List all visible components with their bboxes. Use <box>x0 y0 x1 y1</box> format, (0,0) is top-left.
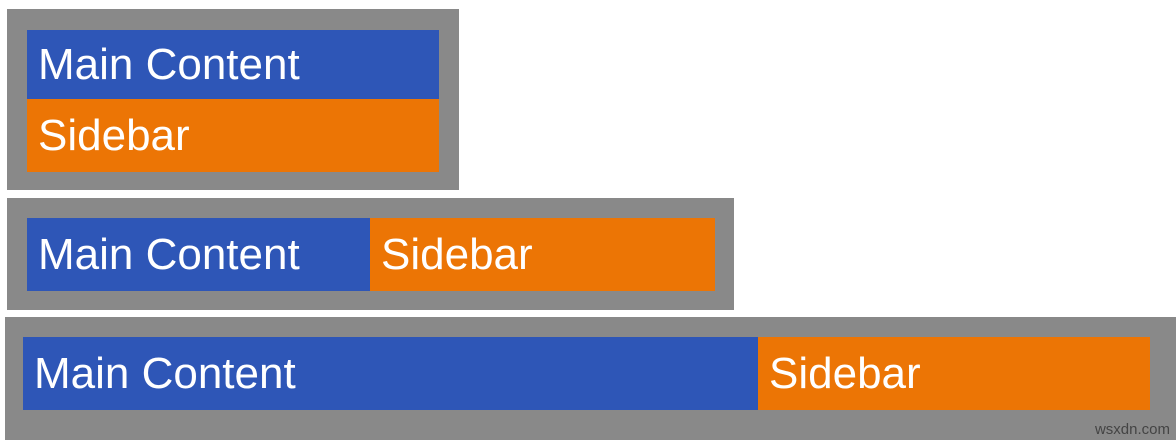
sidebar-region: Sidebar <box>27 99 439 172</box>
sidebar-label: Sidebar <box>38 110 190 160</box>
sidebar-label: Sidebar <box>769 348 921 398</box>
main-content-region: Main Content <box>27 30 439 99</box>
main-content-label: Main Content <box>38 39 300 89</box>
main-content-region: Main Content <box>23 337 758 410</box>
layout-demo-panel-stacked: Main Content Sidebar <box>7 9 459 190</box>
sidebar-label: Sidebar <box>381 229 533 279</box>
sidebar-region: Sidebar <box>370 218 715 291</box>
sidebar-region: Sidebar <box>758 337 1150 410</box>
main-content-label: Main Content <box>38 229 300 279</box>
layout-demo-panel-wide-main: Main Content Sidebar <box>5 317 1176 440</box>
main-content-label: Main Content <box>34 348 296 398</box>
layout-demo-panel-equal-split: Main Content Sidebar <box>7 198 734 310</box>
main-content-region: Main Content <box>27 218 370 291</box>
watermark: wsxdn.com <box>1094 421 1170 438</box>
